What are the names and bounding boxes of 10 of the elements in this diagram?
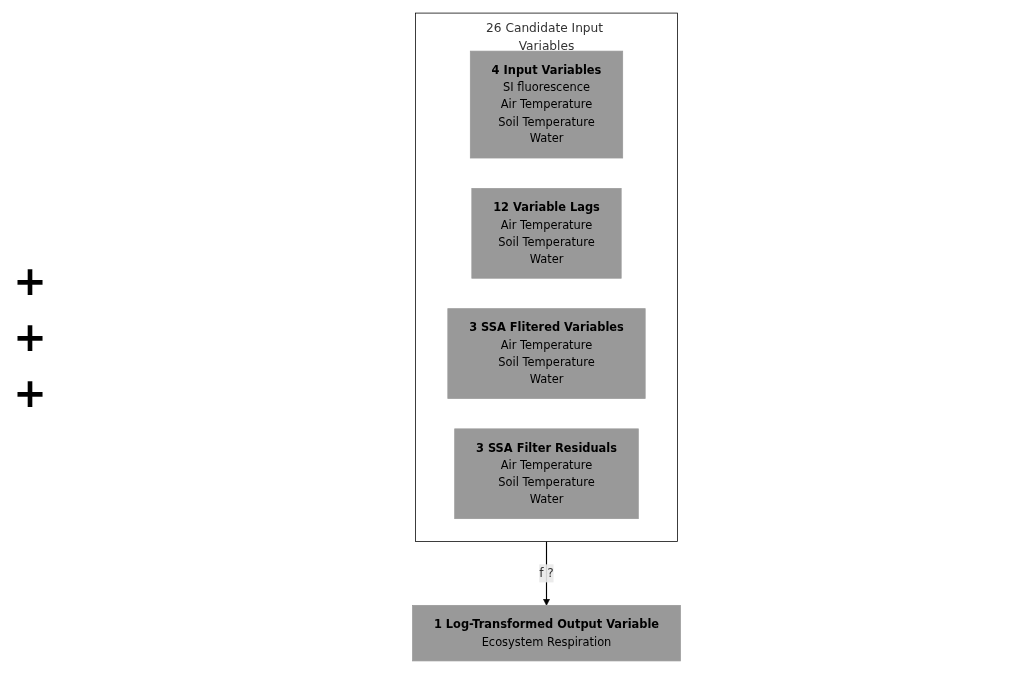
edge-label: f ? — [539, 565, 554, 580]
node-box: 4 Input Variables SI fluorescence Air Temperature Soil Temperature Water — [469, 50, 624, 158]
node-box: 3 SSA Flitered Variables Air Temperature Soil Temperature Water — [447, 307, 646, 399]
arrow — [543, 540, 550, 606]
plus-sign: + — [13, 369, 47, 416]
node-box: 1 Log-Transformed Output Variable Ecosystem Respiration — [412, 604, 681, 661]
plus-sign: + — [13, 313, 47, 360]
node-box: 3 SSA Filter Residuals Air Temperature Soil Temperature Water — [454, 428, 639, 519]
node-box: 12 Variable Lags Air Temperature Soil Temperature Water — [471, 187, 622, 279]
plus-sign: + — [13, 257, 47, 304]
